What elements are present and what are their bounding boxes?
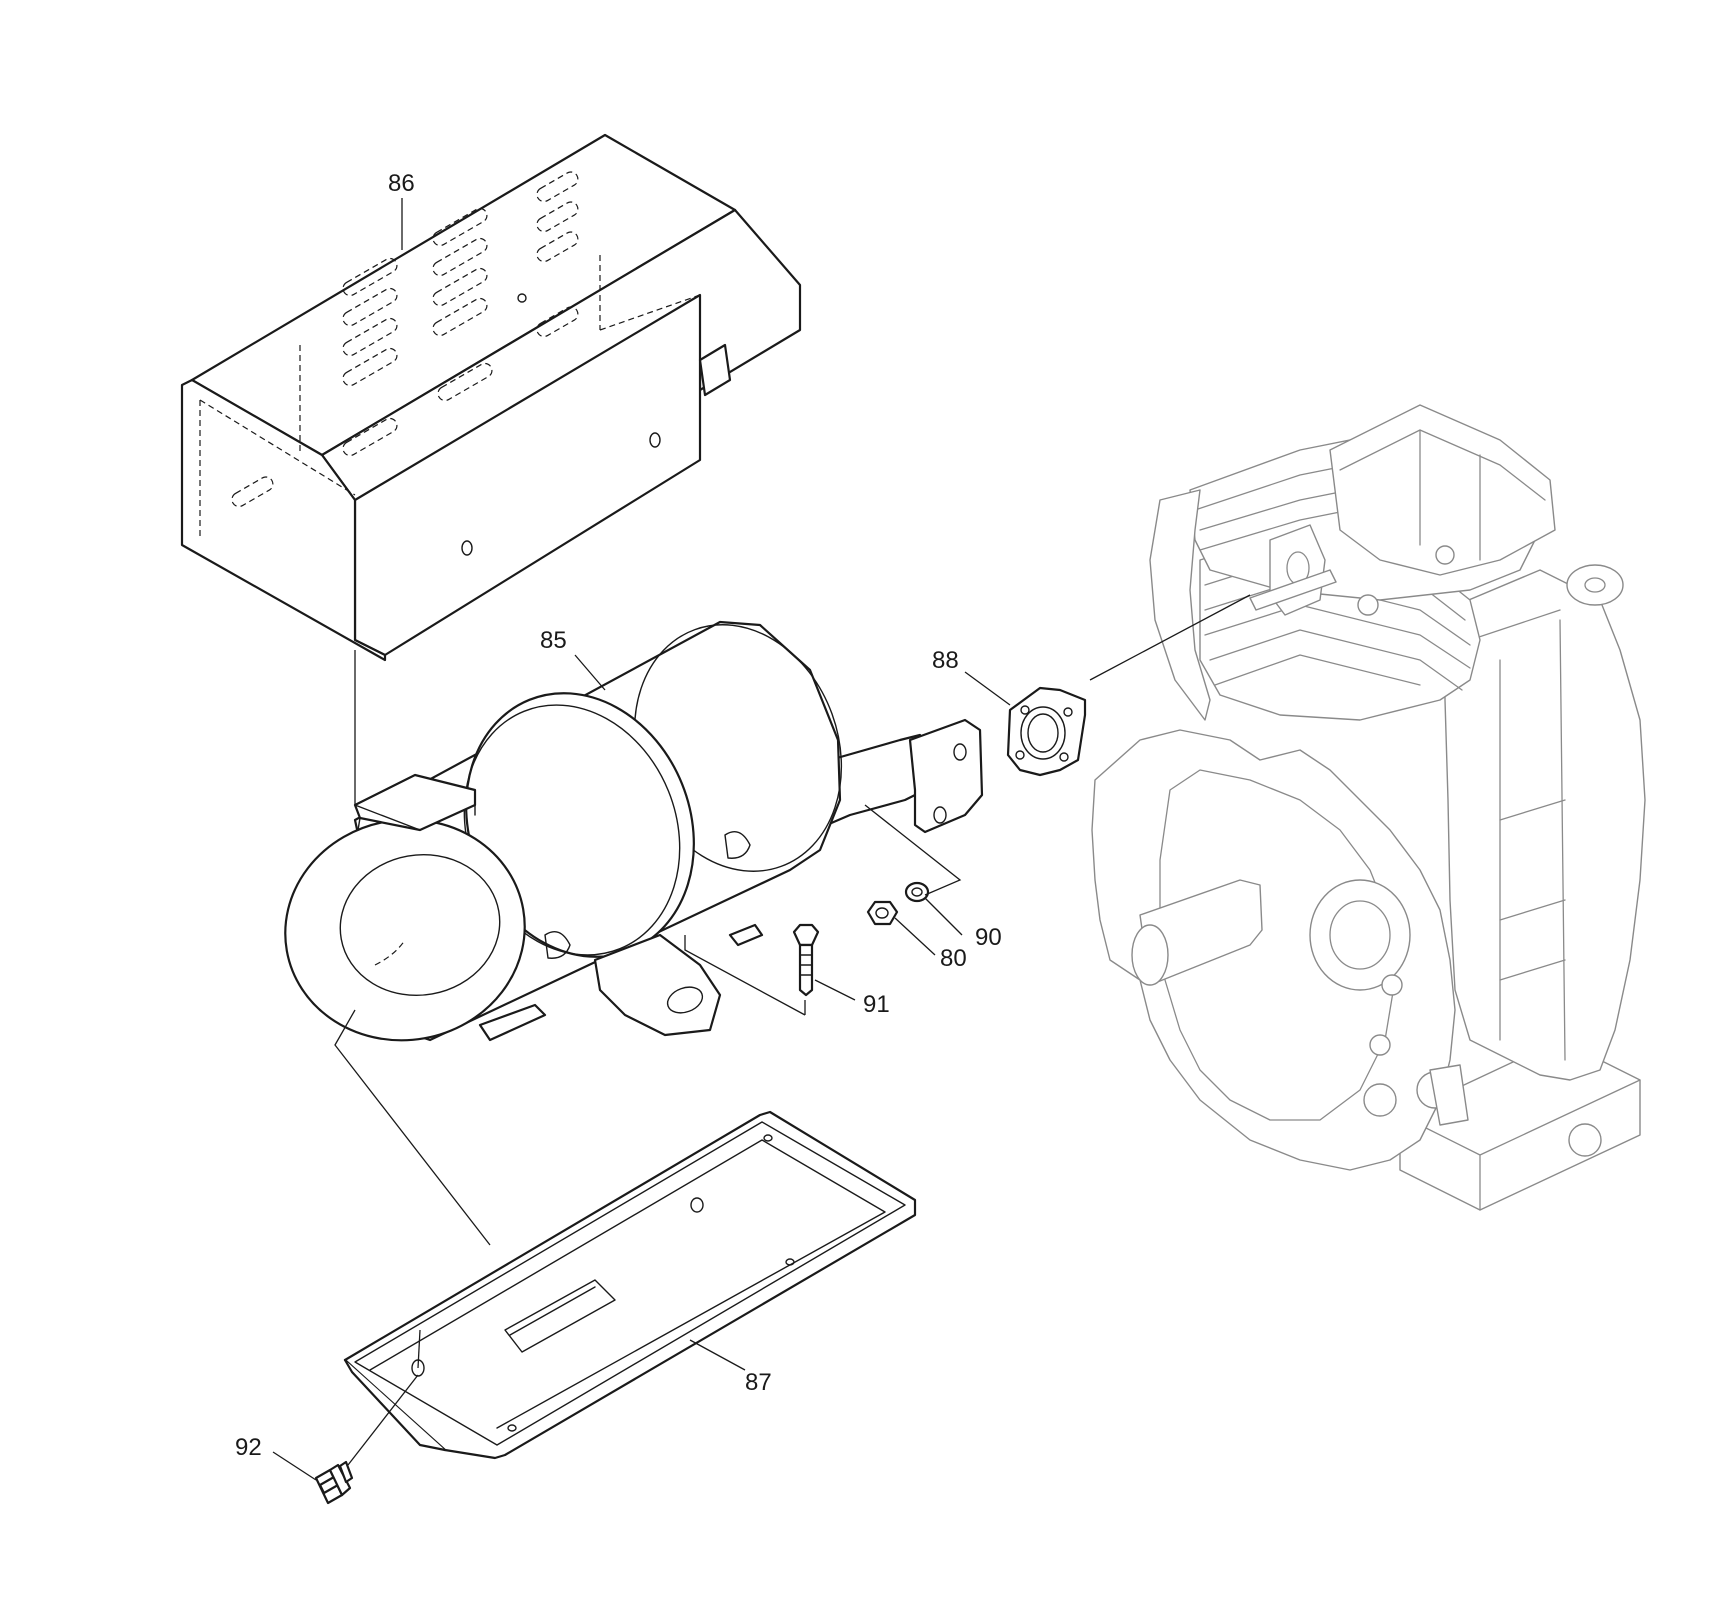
bottom-tray (343, 1110, 917, 1460)
callout-91: 91 (863, 991, 890, 1018)
washer (904, 881, 930, 903)
callout-90: 90 (975, 924, 1002, 951)
callout-86: 86 (388, 170, 415, 197)
hex-nut (866, 900, 899, 926)
gasket (1006, 686, 1087, 777)
callout-80: 80 (940, 945, 967, 972)
callout-labels: 86 85 88 90 80 91 87 92 (235, 170, 1002, 1461)
callout-92: 92 (235, 1434, 262, 1461)
hex-bolt (792, 923, 820, 997)
engine-block (1091, 404, 1646, 1211)
callout-87: 87 (745, 1369, 772, 1396)
callout-88: 88 (932, 647, 959, 674)
muffler (284, 620, 984, 1042)
leader-lines (272, 198, 1251, 1481)
callout-85: 85 (540, 627, 567, 654)
heat-shield (180, 133, 802, 662)
drain-fitting (314, 1460, 354, 1505)
